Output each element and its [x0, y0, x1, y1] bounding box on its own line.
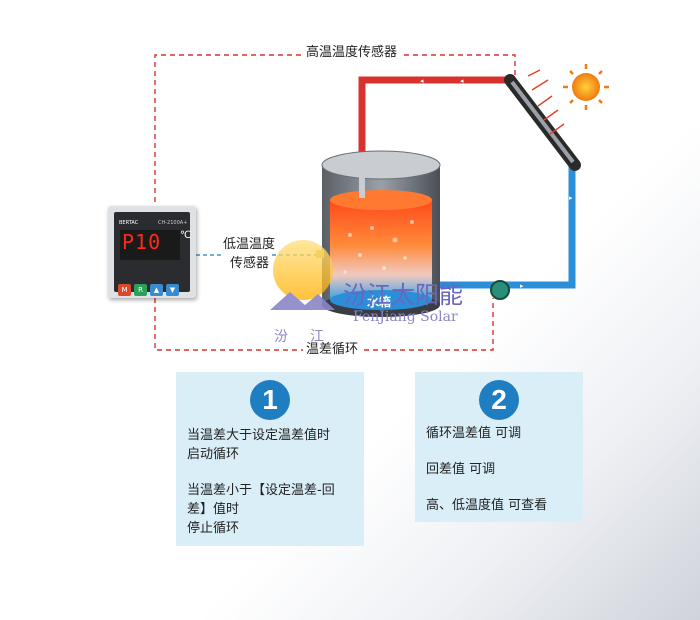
temperature-controller: BERTAC CH-2100A+ P10 ℃ M R ▲ ▼ — [108, 206, 196, 298]
info-panel-1: 1 当温差大于设定温差值时 启动循环 当温差小于【设定温差-回 差】值时 停止循… — [176, 372, 364, 546]
low-temp-sensor-label-1: 低温温度 — [220, 237, 279, 253]
controller-button-up[interactable]: ▲ — [150, 284, 163, 296]
panel-2-line-1: 循环温差值 可调 — [426, 426, 522, 441]
watermark-char-2: 江 — [310, 329, 324, 345]
panel-1-number: 1 — [250, 380, 290, 420]
high-temp-sensor-label: 高温温度传感器 — [303, 45, 401, 61]
tank-label: 水箱 — [367, 295, 392, 309]
controller-brand: BERTAC — [119, 220, 139, 226]
temp-diff-cycle-label: 温差循环 — [303, 342, 362, 358]
svg-text:◂: ◂ — [420, 77, 424, 85]
cold-water-pipe — [440, 165, 576, 289]
low-temp-sensor-label-2: 传感器 — [227, 256, 273, 272]
controller-button-r[interactable]: R — [134, 284, 147, 296]
controller-screen — [120, 230, 180, 260]
panel-2-line-5: 高、低温度值 可查看 — [426, 498, 548, 513]
controller-display: P10 — [122, 230, 162, 254]
sun-icon — [563, 64, 609, 110]
svg-text:▸: ▸ — [569, 194, 573, 202]
panel-1-line-4: 当温差小于【设定温差-回 — [187, 483, 335, 498]
pump-icon — [490, 280, 510, 300]
controller-button-m[interactable]: M — [118, 284, 131, 296]
radiation-arrows — [527, 69, 565, 135]
hot-water-pipe — [358, 76, 515, 170]
panel-1-line-2: 启动循环 — [187, 447, 240, 462]
controller-button-down[interactable]: ▼ — [166, 284, 179, 296]
panel-2-number: 2 — [479, 380, 519, 420]
water-tank — [316, 150, 441, 317]
panel-1-line-6: 停止循环 — [187, 521, 240, 536]
panel-2-line-3: 回差值 可调 — [426, 462, 496, 477]
svg-text:▸: ▸ — [520, 282, 524, 290]
watermark-english: FenJiang Solar — [353, 309, 458, 325]
panel-1-line-5: 差】值时 — [187, 502, 240, 517]
controller-model: CH-2100A+ — [158, 220, 188, 226]
controller-unit: ℃ — [180, 230, 192, 241]
svg-text:◂: ◂ — [460, 77, 464, 85]
solar-collector — [504, 74, 581, 171]
watermark-char-1: 汾 — [274, 329, 288, 345]
flow-arrows: ◂ ◂ ▸ ▸ — [420, 77, 573, 290]
info-panel-2: 2 循环温差值 可调 回差值 可调 高、低温度值 可查看 — [415, 372, 583, 522]
watermark-logo — [270, 240, 335, 310]
panel-1-line-1: 当温差大于设定温差值时 — [187, 428, 331, 443]
watermark-chinese: 汾江太阳能 — [343, 281, 463, 309]
